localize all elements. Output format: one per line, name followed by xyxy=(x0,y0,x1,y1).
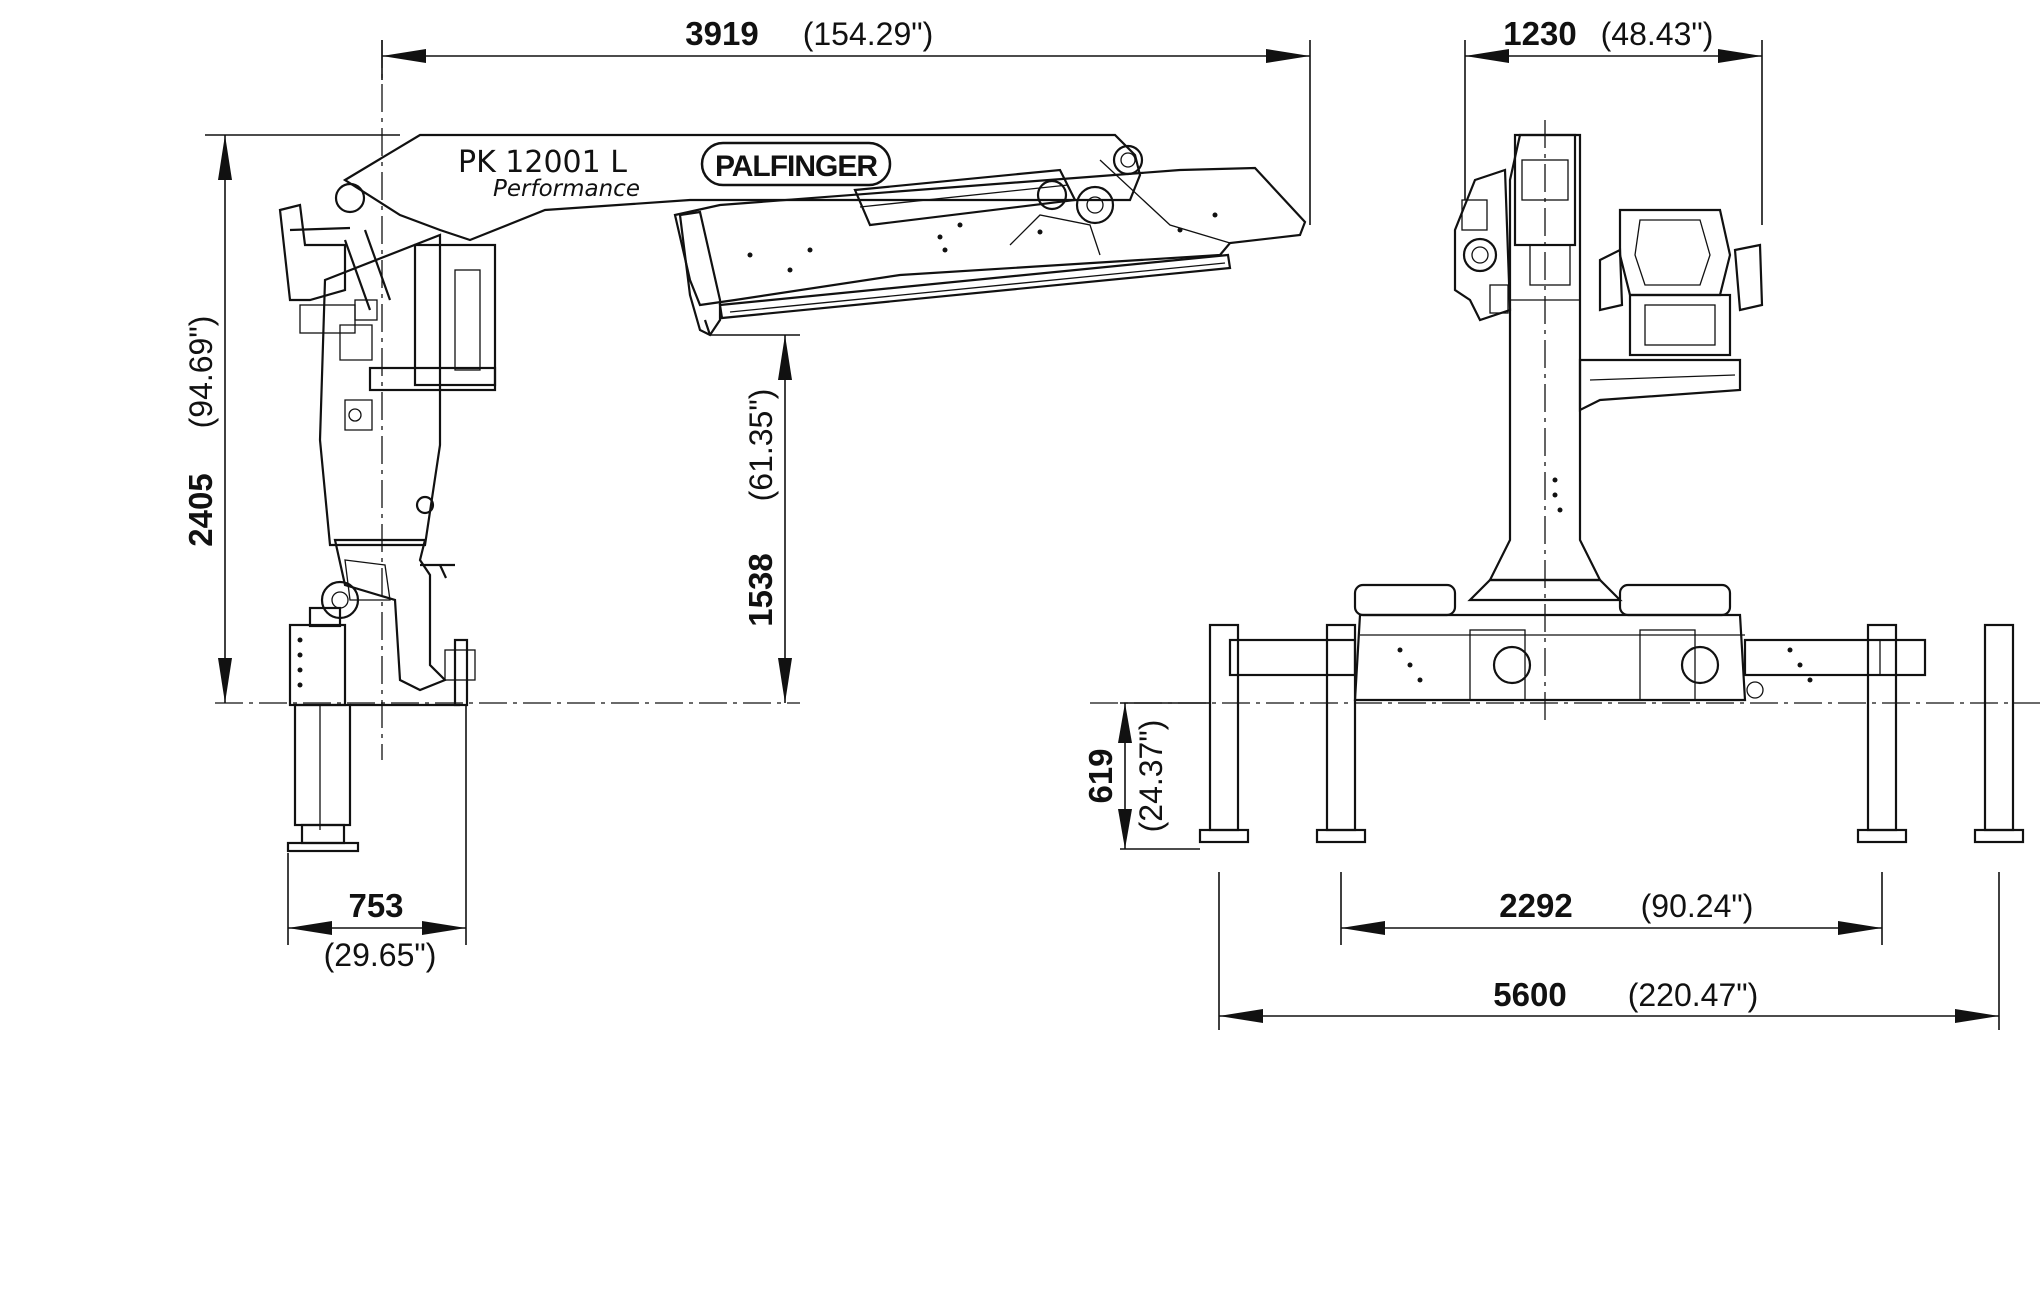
dim-753-inch: (29.65") xyxy=(324,937,437,973)
boom-cylinder xyxy=(853,168,1077,227)
operator-seat xyxy=(1618,208,1732,297)
dim-1538-inch: (61.35") xyxy=(743,389,779,502)
dim-5600-inch: (220.47") xyxy=(1628,977,1759,1013)
dim-2405-inch: (94.69") xyxy=(183,316,219,429)
control-stand xyxy=(278,203,347,302)
model-name: PK 12001 L xyxy=(458,145,627,180)
dim-2292-mm: 2292 xyxy=(1499,887,1572,924)
brand-name: PALFINGER xyxy=(715,150,878,183)
dimension-lines xyxy=(205,40,2000,1030)
dim-619-mm: 619 xyxy=(1082,748,1119,803)
front-control-valves xyxy=(1453,168,1512,322)
dim-1538-mm: 1538 xyxy=(742,553,779,626)
dim-1230-inch: (48.43") xyxy=(1601,16,1714,52)
side-view xyxy=(215,40,1307,853)
model-variant: Performance xyxy=(493,176,640,202)
dim-3919-inch: (154.29") xyxy=(803,16,934,52)
dim-2405-mm: 2405 xyxy=(182,473,219,546)
dim-5600-mm: 5600 xyxy=(1493,976,1566,1013)
outrigger-leg-side xyxy=(288,623,347,707)
crane-column xyxy=(318,233,442,547)
front-view xyxy=(1090,120,2040,844)
dim-619-inch: (24.37") xyxy=(1133,720,1169,833)
brand-logo: PALFINGER xyxy=(700,141,892,187)
outrigger-legs xyxy=(1198,623,2025,844)
dim-2292-inch: (90.24") xyxy=(1641,888,1754,924)
outrigger-beam-right xyxy=(1743,638,1927,677)
outrigger-beam-left xyxy=(1228,638,1357,677)
dim-753-mm: 753 xyxy=(348,887,403,924)
dim-3919-mm: 3919 xyxy=(685,15,758,52)
boom-extension xyxy=(718,253,1232,320)
main-boom xyxy=(342,133,1142,242)
dim-1230-mm: 1230 xyxy=(1503,15,1576,52)
